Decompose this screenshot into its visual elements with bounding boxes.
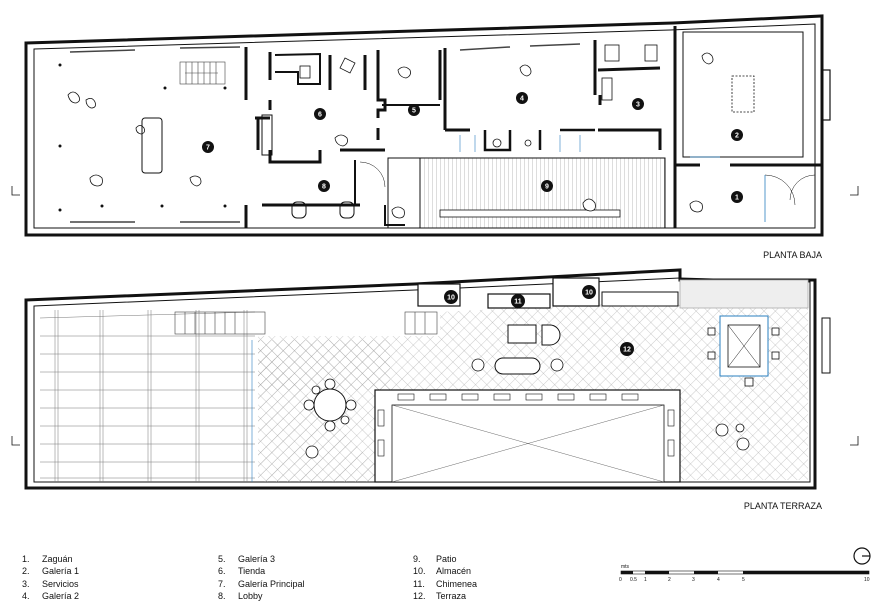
svg-text:0.5: 0.5: [630, 577, 637, 583]
room-marker-1: 1: [731, 191, 743, 203]
svg-text:10: 10: [864, 577, 870, 583]
room-marker-11: 11: [511, 294, 525, 308]
svg-text:0: 0: [619, 577, 622, 583]
legend-column-1: 1.Zaguán 2.Galería 1 3.Servicios 4.Galer…: [22, 553, 79, 603]
legend-item: 10.Almacén: [413, 566, 472, 577]
north-arrow-icon: [853, 547, 871, 565]
legend-item: 7.Galería Principal: [218, 578, 305, 589]
legend-item: 6.Tienda: [218, 566, 266, 577]
legend-item: 9.Patio: [413, 554, 457, 564]
ground-floor-title: PLANTA BAJA: [763, 250, 822, 260]
legend-item: 8.Lobby: [218, 591, 263, 602]
ground-outer-wall: [24, 14, 824, 237]
terrace-plan-title: PLANTA TERRAZA: [744, 501, 822, 511]
svg-text:12: 12: [623, 347, 631, 354]
svg-text:8: 8: [322, 184, 326, 191]
ground-floor-plan: PLANTA BAJA: [11, 14, 859, 260]
room-marker-6: 6: [314, 108, 326, 120]
legend-item: 12.Terraza: [413, 591, 467, 602]
room-markers: 1 2 3 4 5 6 7 8 9 10 11 10 12: [202, 92, 743, 356]
svg-text:4: 4: [717, 577, 720, 583]
room-marker-7: 7: [202, 141, 214, 153]
legend-item: 2.Galería 1: [22, 566, 80, 577]
svg-text:3: 3: [692, 577, 695, 583]
svg-text:mts: mts: [621, 564, 630, 570]
legend-item: 5.Galería 3: [218, 554, 276, 564]
legend-item: 1.Zaguán: [22, 554, 73, 564]
svg-text:11: 11: [514, 299, 522, 306]
svg-text:10: 10: [585, 290, 593, 297]
room-marker-10b: 10: [582, 285, 596, 299]
svg-text:2: 2: [668, 577, 671, 583]
svg-text:4: 4: [520, 96, 524, 103]
legend-item: 11.Chimenea: [413, 578, 478, 589]
legend-item: 4.Galería 2: [22, 591, 80, 602]
svg-text:10: 10: [447, 295, 455, 302]
room-marker-5: 5: [408, 104, 420, 116]
room-marker-9: 9: [541, 180, 553, 192]
legend-column-2: 5.Galería 3 6.Tienda 7.Galería Principal…: [218, 553, 305, 603]
svg-text:7: 7: [206, 145, 210, 152]
room-marker-8: 8: [318, 180, 330, 192]
svg-text:9: 9: [545, 184, 549, 191]
room-marker-2: 2: [731, 129, 743, 141]
svg-text:2: 2: [735, 133, 739, 140]
room-marker-10a: 10: [444, 290, 458, 304]
room-marker-12: 12: [620, 342, 634, 356]
room-marker-3: 3: [632, 98, 644, 110]
svg-text:1: 1: [735, 195, 739, 202]
svg-text:1: 1: [644, 577, 647, 583]
legend-item: 3.Servicios: [22, 578, 79, 589]
svg-text:3: 3: [636, 102, 640, 109]
room-marker-4: 4: [516, 92, 528, 104]
legend-column-3: 9.Patio 10.Almacén 11.Chimenea 12.Terraz…: [413, 553, 477, 603]
svg-text:6: 6: [318, 112, 322, 119]
terrace-plan: PLANTA TERRAZA: [11, 268, 859, 511]
svg-text:5: 5: [412, 108, 416, 115]
scale-bar: mts 0 0.5 1 2 3 4 5 10: [619, 564, 870, 583]
svg-text:5: 5: [742, 577, 745, 583]
